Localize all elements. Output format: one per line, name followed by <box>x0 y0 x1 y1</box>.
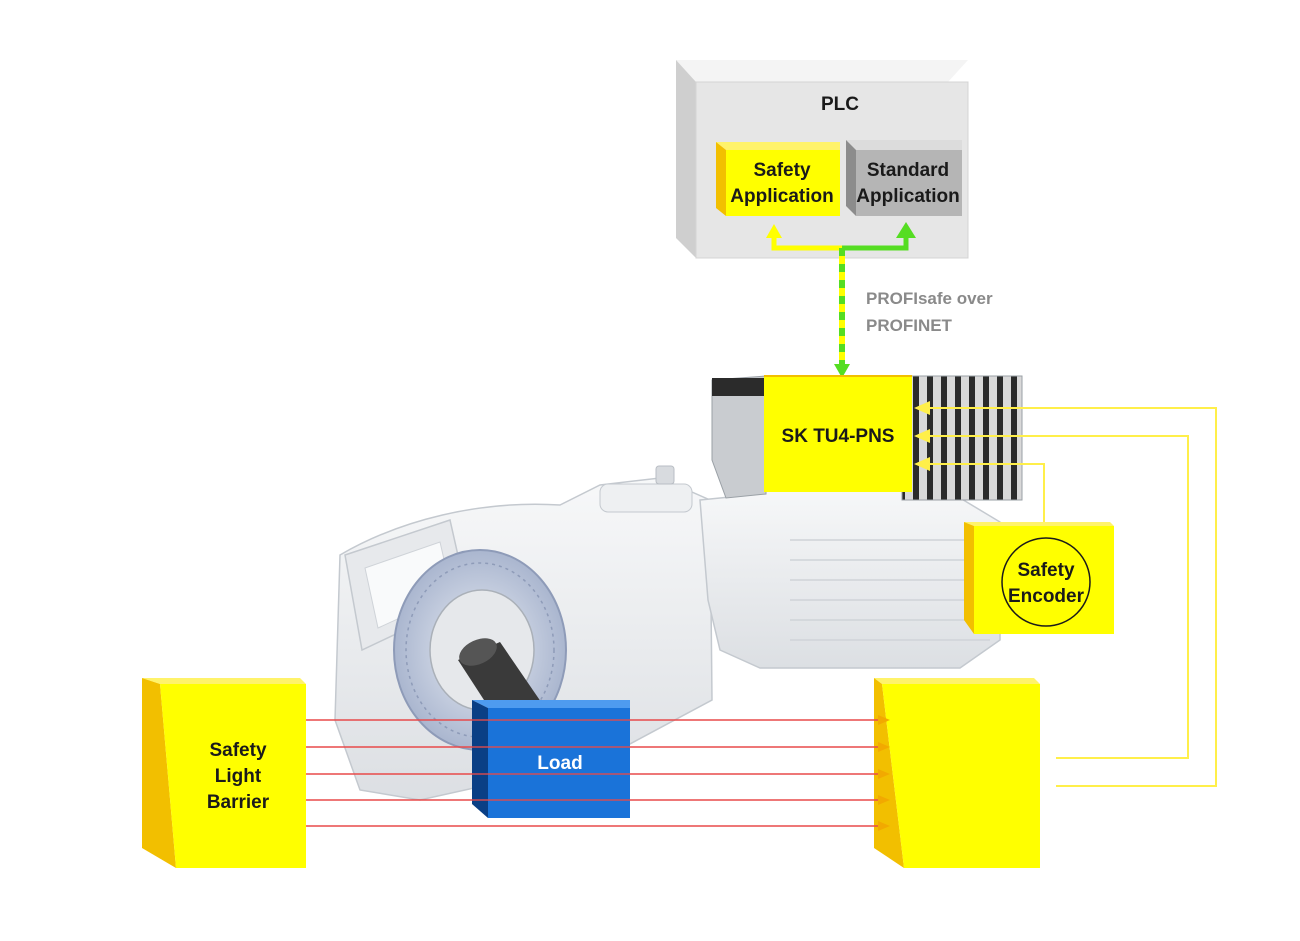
wire-arrowheads <box>914 401 930 471</box>
sk-tu4-pns-label: SK TU4-PNS <box>782 426 895 447</box>
standard-application-block: Standard Application <box>846 140 962 216</box>
standard-application-label-1: Standard <box>867 160 949 181</box>
standard-application-label-2: Application <box>856 186 959 207</box>
safety-application-block: Safety Application <box>716 142 840 216</box>
signal-wires <box>928 407 1217 787</box>
safety-encoder-label-2: Encoder <box>1008 586 1085 607</box>
light-barrier-label-2: Light <box>215 766 262 787</box>
encoder-circle <box>1001 537 1091 627</box>
safety-encoder-label-1: Safety <box>1017 560 1074 581</box>
sk-tu4-pns-box: SK TU4-PNS <box>764 375 912 492</box>
safety-light-barrier-box: Safety Light Barrier <box>142 678 306 868</box>
network-label-line-2: PROFINET <box>866 316 953 335</box>
light-beams-front <box>472 719 630 801</box>
plc-title: PLC <box>821 94 859 115</box>
plc-internal-connections <box>766 222 916 251</box>
safety-encoder-box: Safety Encoder <box>964 522 1114 634</box>
safety-application-label-2: Application <box>730 186 833 207</box>
light-barrier-label-3: Barrier <box>207 792 270 813</box>
light-barrier-label-1: Safety <box>209 740 266 761</box>
beam-receiver-arrows <box>878 715 890 831</box>
load-label: Load <box>537 753 582 774</box>
light-barrier-receiver <box>874 678 1040 868</box>
safety-application-label-1: Safety <box>753 160 810 181</box>
profisafe-link <box>834 248 850 378</box>
network-label-line-1: PROFIsafe over <box>866 289 993 308</box>
